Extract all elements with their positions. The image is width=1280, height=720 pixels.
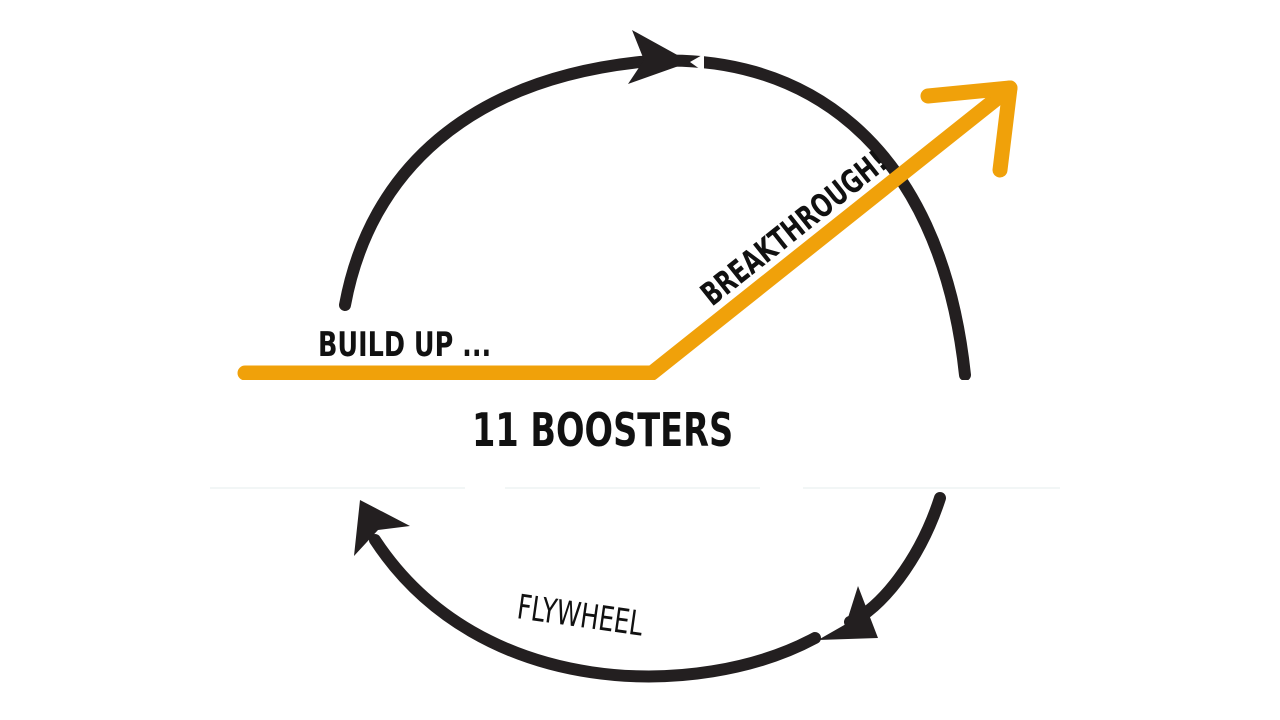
growth-arrowhead [920,80,1018,178]
upper-cycle-arc [339,54,971,381]
lower-cycle-arc-bottom [369,534,821,683]
growth-line [237,80,1018,381]
upper-arc-arrowhead [628,30,690,84]
lower-left-arrowhead [354,500,410,556]
boosters-label: 11 BOOSTERS [472,405,733,458]
build-up-label: BUILD UP ... [318,325,491,365]
breakthrough-label: BREAKTHROUGH! [693,143,894,314]
flywheel-label: FLYWHEEL [515,587,646,643]
lower-right-arrowhead [818,586,878,640]
